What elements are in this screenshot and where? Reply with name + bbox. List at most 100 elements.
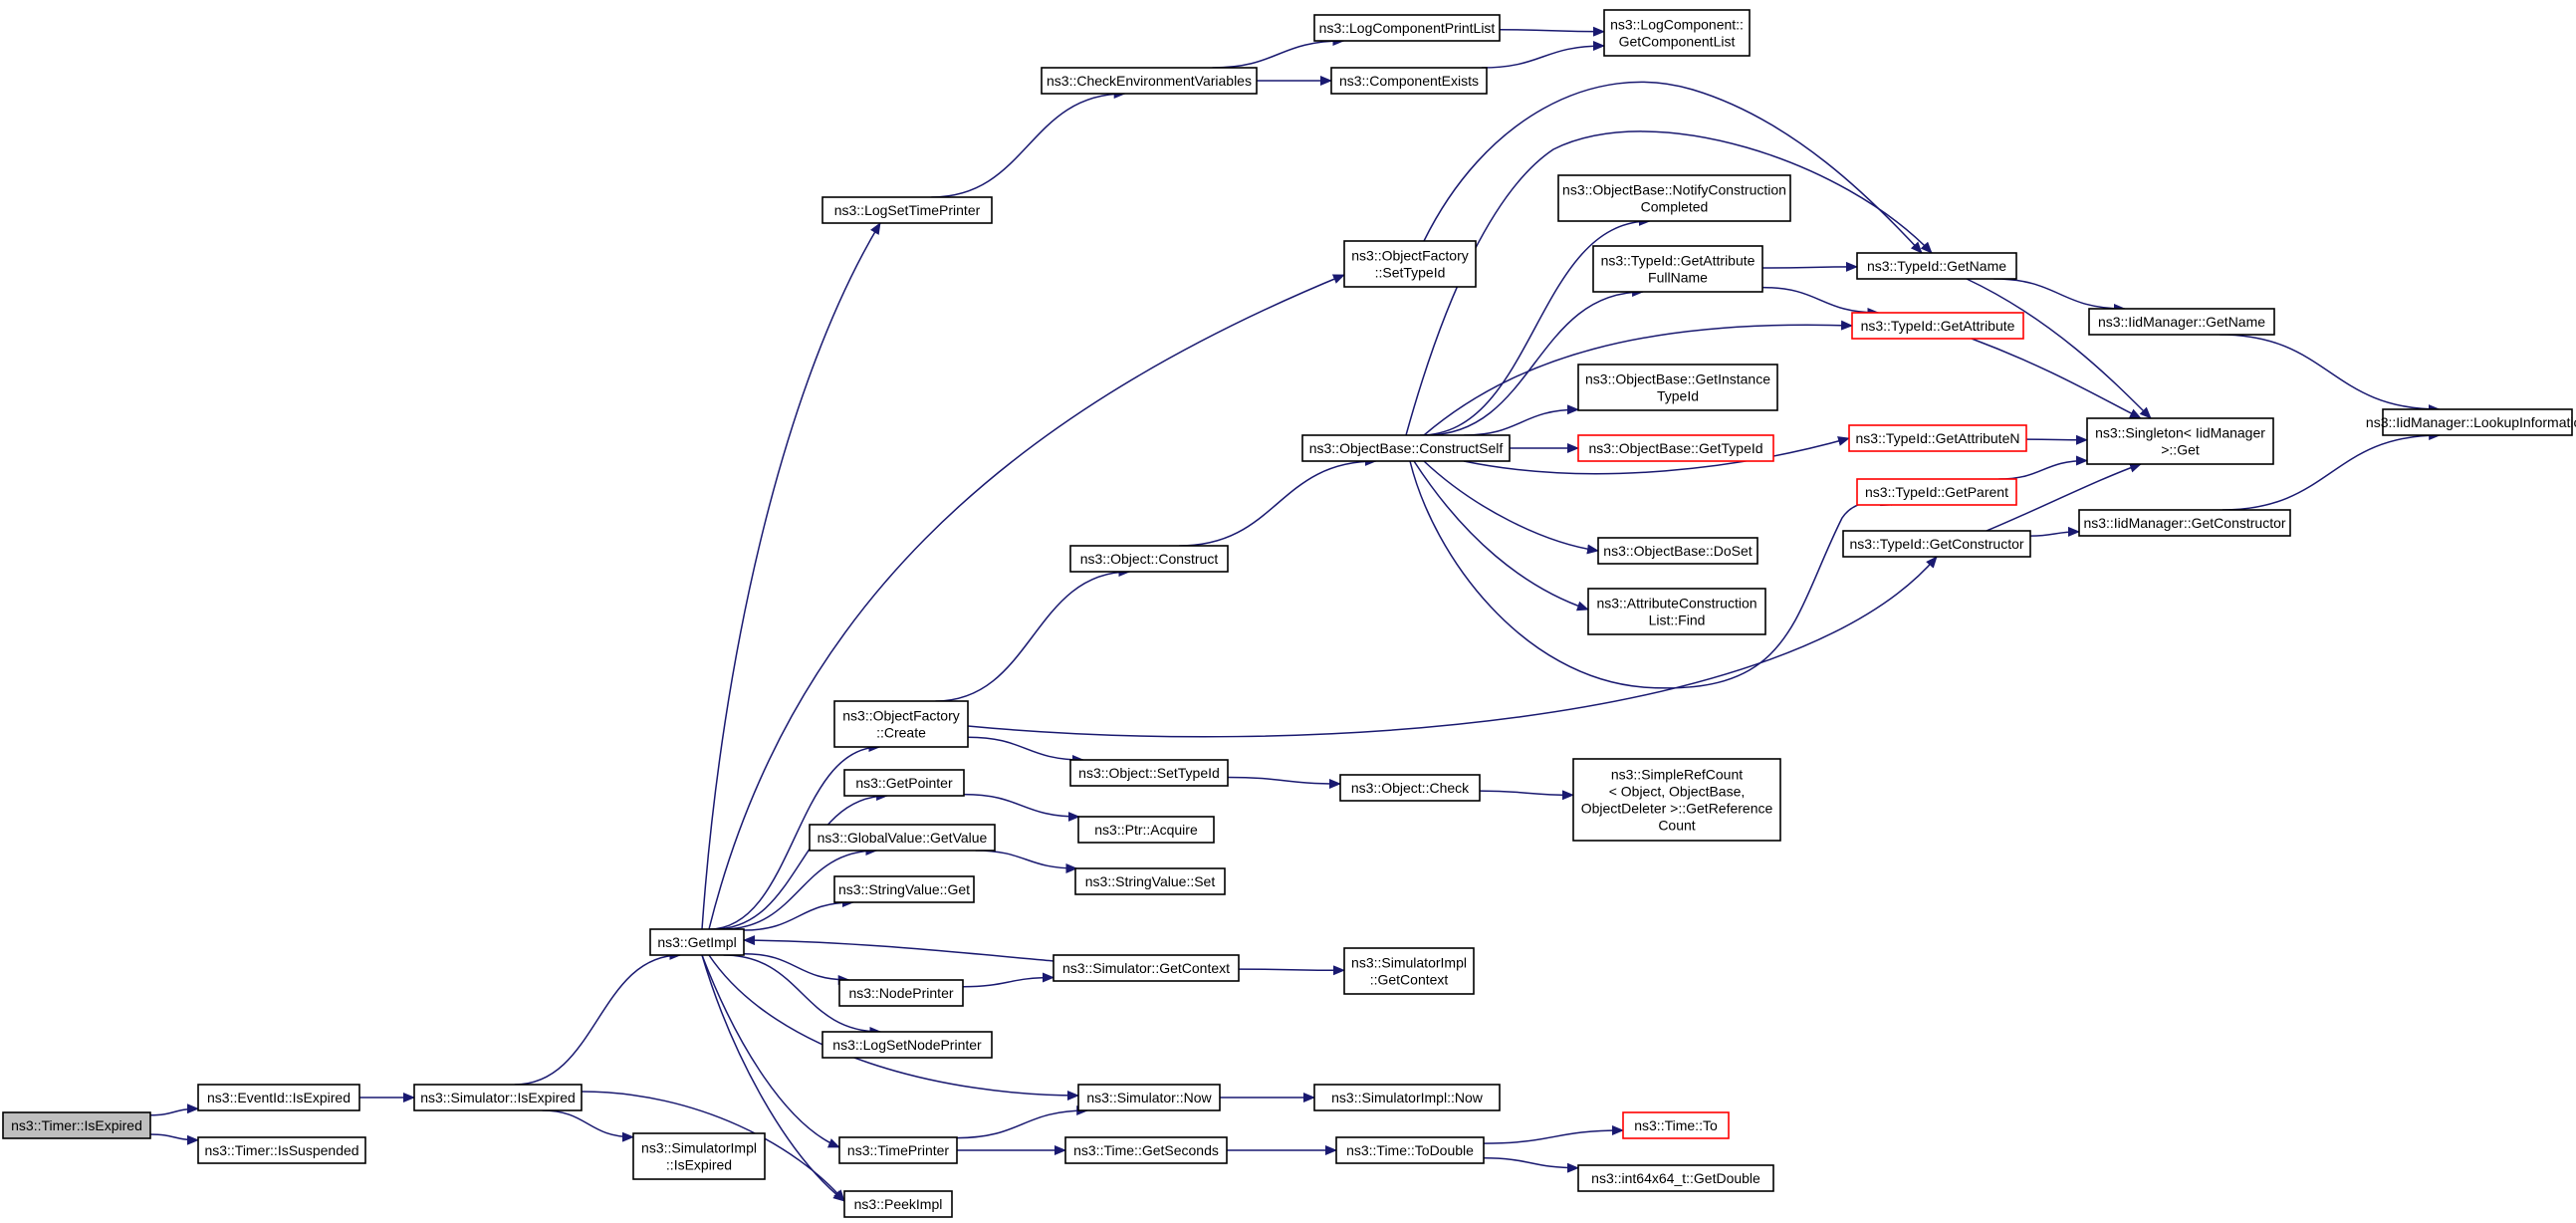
node-objectbase-doset[interactable]: ns3::ObjectBase::DoSet bbox=[1597, 537, 1758, 565]
node-label: Completed bbox=[1641, 199, 1709, 215]
node-singleton-get[interactable]: ns3::Singleton< IidManager>::Get bbox=[2086, 417, 2274, 465]
node-typeid-getname[interactable]: ns3::TypeId::GetName bbox=[1856, 252, 2017, 280]
node-box bbox=[1577, 1164, 1774, 1192]
node-box bbox=[1335, 1136, 1485, 1164]
node-timeprinter[interactable]: ns3::TimePrinter bbox=[838, 1136, 958, 1164]
node-label: ns3::LogComponent:: bbox=[1610, 17, 1744, 33]
call-edge bbox=[1413, 460, 1589, 612]
node-label: < Object, ObjectBase, bbox=[1609, 784, 1746, 800]
node-label: ns3::PeekImpl bbox=[854, 1196, 943, 1212]
node-box bbox=[413, 1084, 583, 1111]
node-time-todouble[interactable]: ns3::Time::ToDouble bbox=[1335, 1136, 1485, 1164]
node-label: ns3::ObjectBase::NotifyConstruction bbox=[1562, 182, 1786, 198]
node-typeid-getattribute[interactable]: ns3::TypeId::GetAttribute bbox=[1851, 312, 2024, 340]
node-objectbase-gettypeid[interactable]: ns3::ObjectBase::GetTypeId bbox=[1577, 434, 1774, 462]
node-typeid-getattributen[interactable]: ns3::TypeId::GetAttributeN bbox=[1848, 424, 2027, 452]
node-box bbox=[1597, 537, 1758, 565]
node-label: FullName bbox=[1648, 270, 1708, 286]
node-time-getseconds[interactable]: ns3::Time::GetSeconds bbox=[1064, 1136, 1228, 1164]
node-label: ns3::Simulator::Now bbox=[1086, 1090, 1212, 1105]
node-stringvalue-set[interactable]: ns3::StringValue::Set bbox=[1074, 867, 1226, 895]
node-iidmanager-getconstructor[interactable]: ns3::IidManager::GetConstructor bbox=[2078, 509, 2291, 537]
call-edge bbox=[956, 1105, 1089, 1139]
node-objectfactory-create[interactable]: ns3::ObjectFactory::Create bbox=[833, 700, 969, 748]
node-box bbox=[1313, 1084, 1501, 1111]
node-box bbox=[1592, 245, 1763, 293]
node-layer: ns3::Timer::IsExpired ns3::EventId::IsExp… bbox=[2, 9, 2576, 1218]
call-edge bbox=[1483, 1157, 1579, 1173]
node-box bbox=[1622, 1111, 1730, 1139]
node-label: ns3::TypeId::GetAttributeN bbox=[1856, 430, 2020, 446]
call-edge bbox=[514, 950, 682, 1086]
call-edge bbox=[962, 972, 1054, 988]
node-box bbox=[1069, 545, 1229, 573]
node-label: ns3::AttributeConstruction bbox=[1596, 596, 1756, 612]
node-simulatorimpl-now[interactable]: ns3::SimulatorImpl::Now bbox=[1313, 1084, 1501, 1111]
node-simulatorimpl-getcontext[interactable]: ns3::SimulatorImpl::GetContext bbox=[1343, 947, 1475, 995]
node-typeid-getconstructor[interactable]: ns3::TypeId::GetConstructor bbox=[1842, 530, 2031, 558]
call-edge bbox=[1971, 338, 2142, 419]
node-label: GetComponentList bbox=[1619, 34, 1736, 50]
node-objectbase-constructself[interactable]: ns3::ObjectBase::ConstructSelf bbox=[1301, 434, 1511, 462]
node-box bbox=[2078, 509, 2291, 537]
node-logsetnodeprinter[interactable]: ns3::LogSetNodePrinter bbox=[821, 1031, 993, 1059]
node-timer-isexpired[interactable]: ns3::Timer::IsExpired bbox=[2, 1111, 151, 1139]
node-object-settypeid[interactable]: ns3::Object::SetTypeId bbox=[1069, 759, 1229, 787]
node-logcomponent-getcomponentlist[interactable]: ns3::LogComponent::GetComponentList bbox=[1603, 9, 1751, 57]
node-logsettimeprinter[interactable]: ns3::LogSetTimePrinter bbox=[821, 196, 993, 224]
node-box bbox=[1069, 759, 1229, 787]
node-box bbox=[1313, 14, 1501, 42]
node-typeid-getparent[interactable]: ns3::TypeId::GetParent bbox=[1856, 478, 2017, 506]
node-iidmanager-lookupinformation[interactable]: ns3::IidManager::LookupInformation bbox=[2366, 408, 2576, 436]
node-getpointer[interactable]: ns3::GetPointer bbox=[843, 769, 965, 797]
node-label: ns3::Singleton< IidManager bbox=[2095, 425, 2265, 441]
node-eventid-isexpired[interactable]: ns3::EventId::IsExpired bbox=[197, 1084, 360, 1111]
node-label: ns3::TypeId::GetAttribute bbox=[1601, 253, 1756, 269]
node-componentexists[interactable]: ns3::ComponentExists bbox=[1330, 67, 1488, 95]
call-edge bbox=[1998, 455, 2088, 480]
node-label: ns3::ObjectFactory bbox=[842, 708, 960, 724]
node-simulator-getcontext[interactable]: ns3::Simulator::GetContext bbox=[1053, 954, 1240, 982]
node-objectbase-notifyconstruction[interactable]: ns3::ObjectBase::NotifyConstructionCompl… bbox=[1557, 174, 1791, 222]
node-simulator-now[interactable]: ns3::Simulator::Now bbox=[1077, 1084, 1221, 1111]
node-label: Count bbox=[1658, 818, 1695, 834]
call-edge bbox=[2222, 430, 2442, 511]
node-logcomponentprintlist[interactable]: ns3::LogComponentPrintList bbox=[1313, 14, 1501, 42]
node-stringvalue-get[interactable]: ns3::StringValue::Get bbox=[833, 875, 975, 903]
node-object-check[interactable]: ns3::Object::Check bbox=[1339, 774, 1481, 802]
node-label: ns3::TypeId::GetParent bbox=[1865, 484, 2008, 500]
call-edge bbox=[1419, 216, 1651, 436]
node-label: ::GetContext bbox=[1370, 972, 1449, 988]
node-int64x64-getdouble[interactable]: ns3::int64x64_t::GetDouble bbox=[1577, 1164, 1774, 1192]
node-label: ns3::ComponentExists bbox=[1339, 73, 1479, 89]
node-globalvalue-getvalue[interactable]: ns3::GlobalValue::GetValue bbox=[809, 824, 996, 852]
node-nodeprinter[interactable]: ns3::NodePrinter bbox=[838, 979, 964, 1007]
node-label: ns3::Time::To bbox=[1634, 1117, 1718, 1133]
node-box bbox=[1077, 816, 1215, 844]
node-label: ns3::SimulatorImpl bbox=[641, 1140, 757, 1156]
node-getimpl[interactable]: ns3::GetImpl bbox=[649, 928, 745, 956]
node-label: ns3::TimePrinter bbox=[847, 1142, 950, 1158]
node-object-construct[interactable]: ns3::Object::Construct bbox=[1069, 545, 1229, 573]
node-timer-issuspended[interactable]: ns3::Timer::IsSuspended bbox=[197, 1136, 366, 1164]
node-box bbox=[838, 1136, 958, 1164]
node-simplerefcount[interactable]: ns3::SimpleRefCount< Object, ObjectBase,… bbox=[1572, 758, 1781, 842]
node-box bbox=[2088, 308, 2275, 336]
node-box bbox=[1064, 1136, 1228, 1164]
node-box bbox=[809, 824, 996, 852]
node-box bbox=[197, 1136, 366, 1164]
node-checkenvvars[interactable]: ns3::CheckEnvironmentVariables bbox=[1041, 67, 1258, 95]
node-peekimpl[interactable]: ns3::PeekImpl bbox=[843, 1190, 953, 1218]
node-ptr-acquire[interactable]: ns3::Ptr::Acquire bbox=[1077, 816, 1215, 844]
node-iidmanager-getname[interactable]: ns3::IidManager::GetName bbox=[2088, 308, 2275, 336]
call-edge bbox=[1761, 286, 1880, 318]
node-simulatorimpl-isexpired[interactable]: ns3::SimulatorImpl::IsExpired bbox=[632, 1132, 766, 1180]
node-simulator-isexpired[interactable]: ns3::Simulator::IsExpired bbox=[413, 1084, 583, 1111]
call-edge bbox=[723, 954, 882, 1037]
node-objectfactory-settypeid[interactable]: ns3::ObjectFactory::SetTypeId bbox=[1343, 240, 1477, 288]
node-box bbox=[843, 769, 965, 797]
node-time-to[interactable]: ns3::Time::To bbox=[1622, 1111, 1730, 1139]
